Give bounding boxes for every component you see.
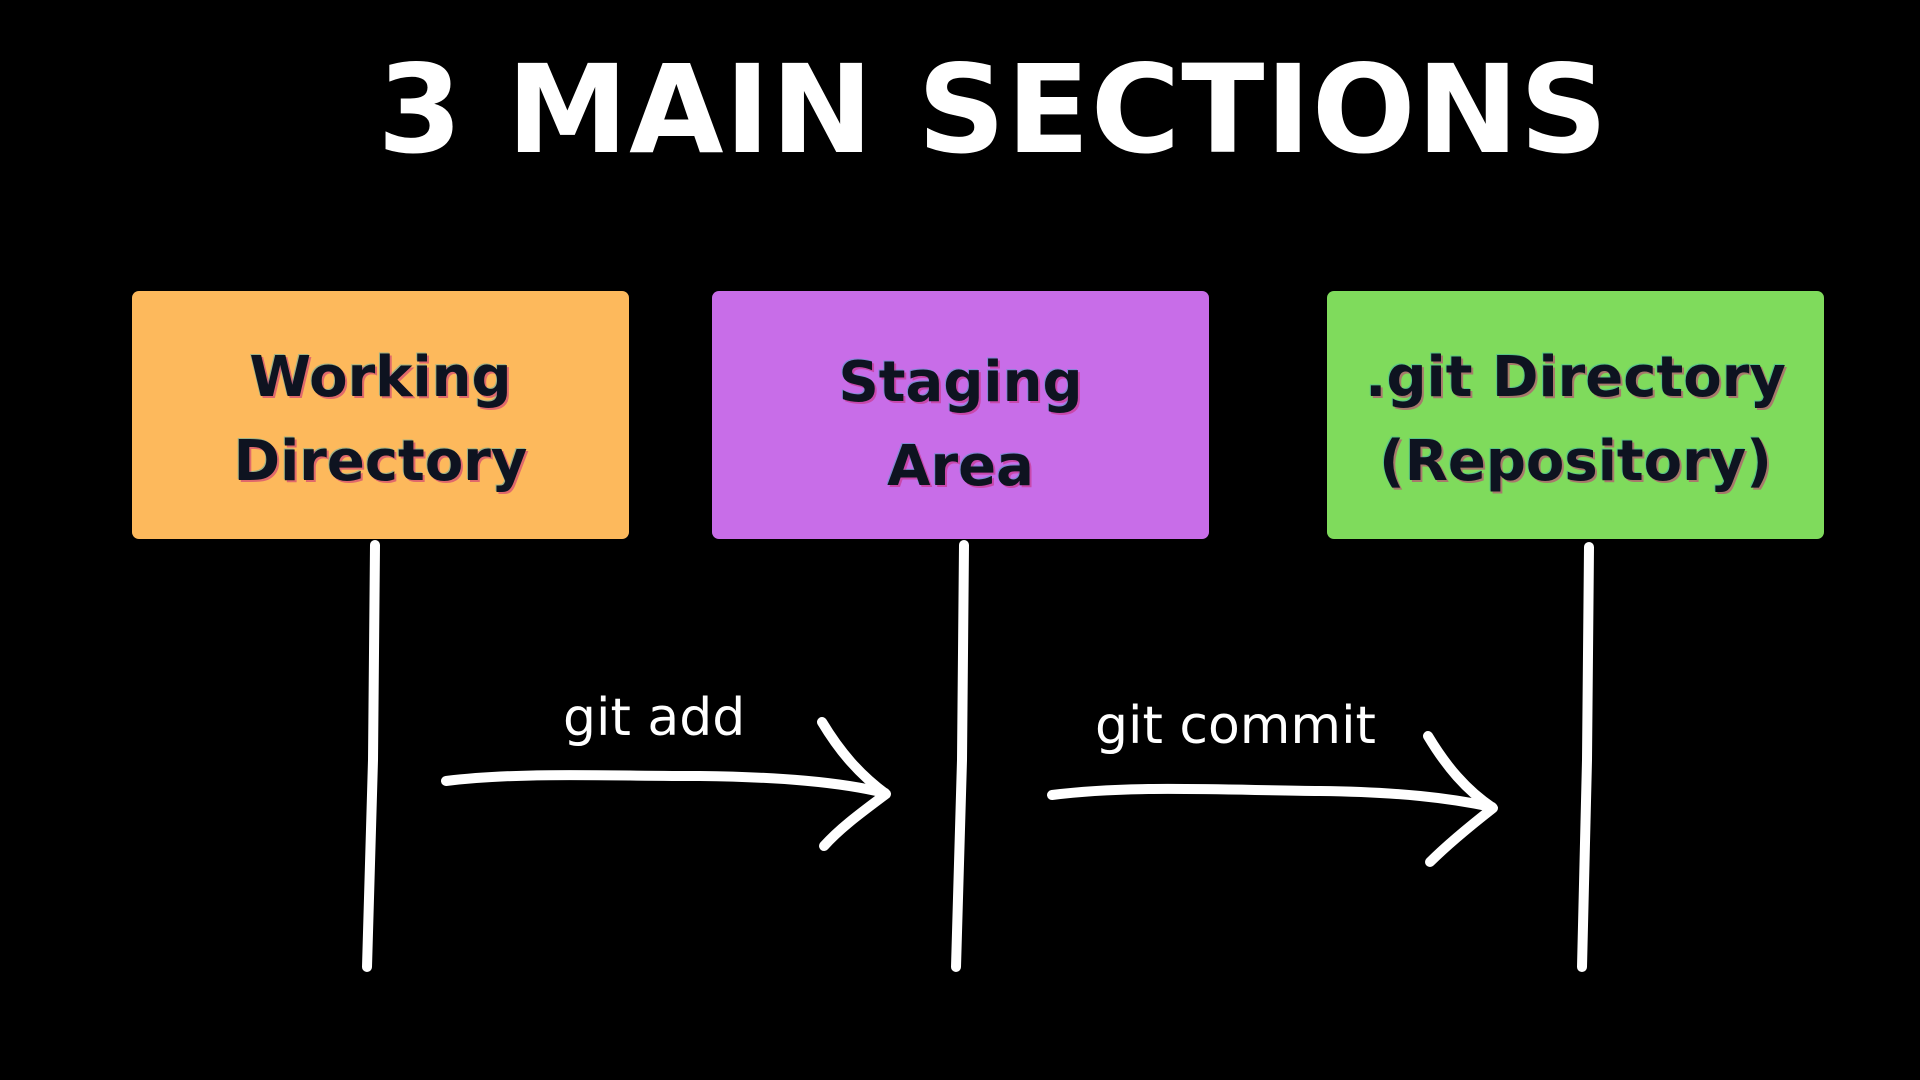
working-directory-label: Working Directory: [233, 345, 528, 494]
staging-area-box: Staging Area: [712, 291, 1209, 539]
diagram-title: 3 MAIN SECTIONS: [377, 39, 1609, 181]
git-commit-label: git commit: [1095, 696, 1376, 756]
git-add-label: git add: [563, 688, 746, 748]
git-commit-arrow-head: [1423, 731, 1498, 867]
working-directory-post: [362, 540, 380, 972]
git-commit-arrow-shaft: [1047, 783, 1497, 812]
staging-area-label: Staging Area: [838, 350, 1083, 499]
git-directory-post: [1577, 542, 1594, 972]
git-directory-box: .git Directory (Repository): [1327, 291, 1824, 539]
working-directory-box: Working Directory: [132, 291, 629, 539]
git-add-arrow-shaft: [441, 770, 890, 798]
staging-area-post: [951, 540, 969, 972]
git-add-arrow-head: [817, 717, 891, 851]
git-directory-label: .git Directory (Repository): [1365, 345, 1786, 494]
